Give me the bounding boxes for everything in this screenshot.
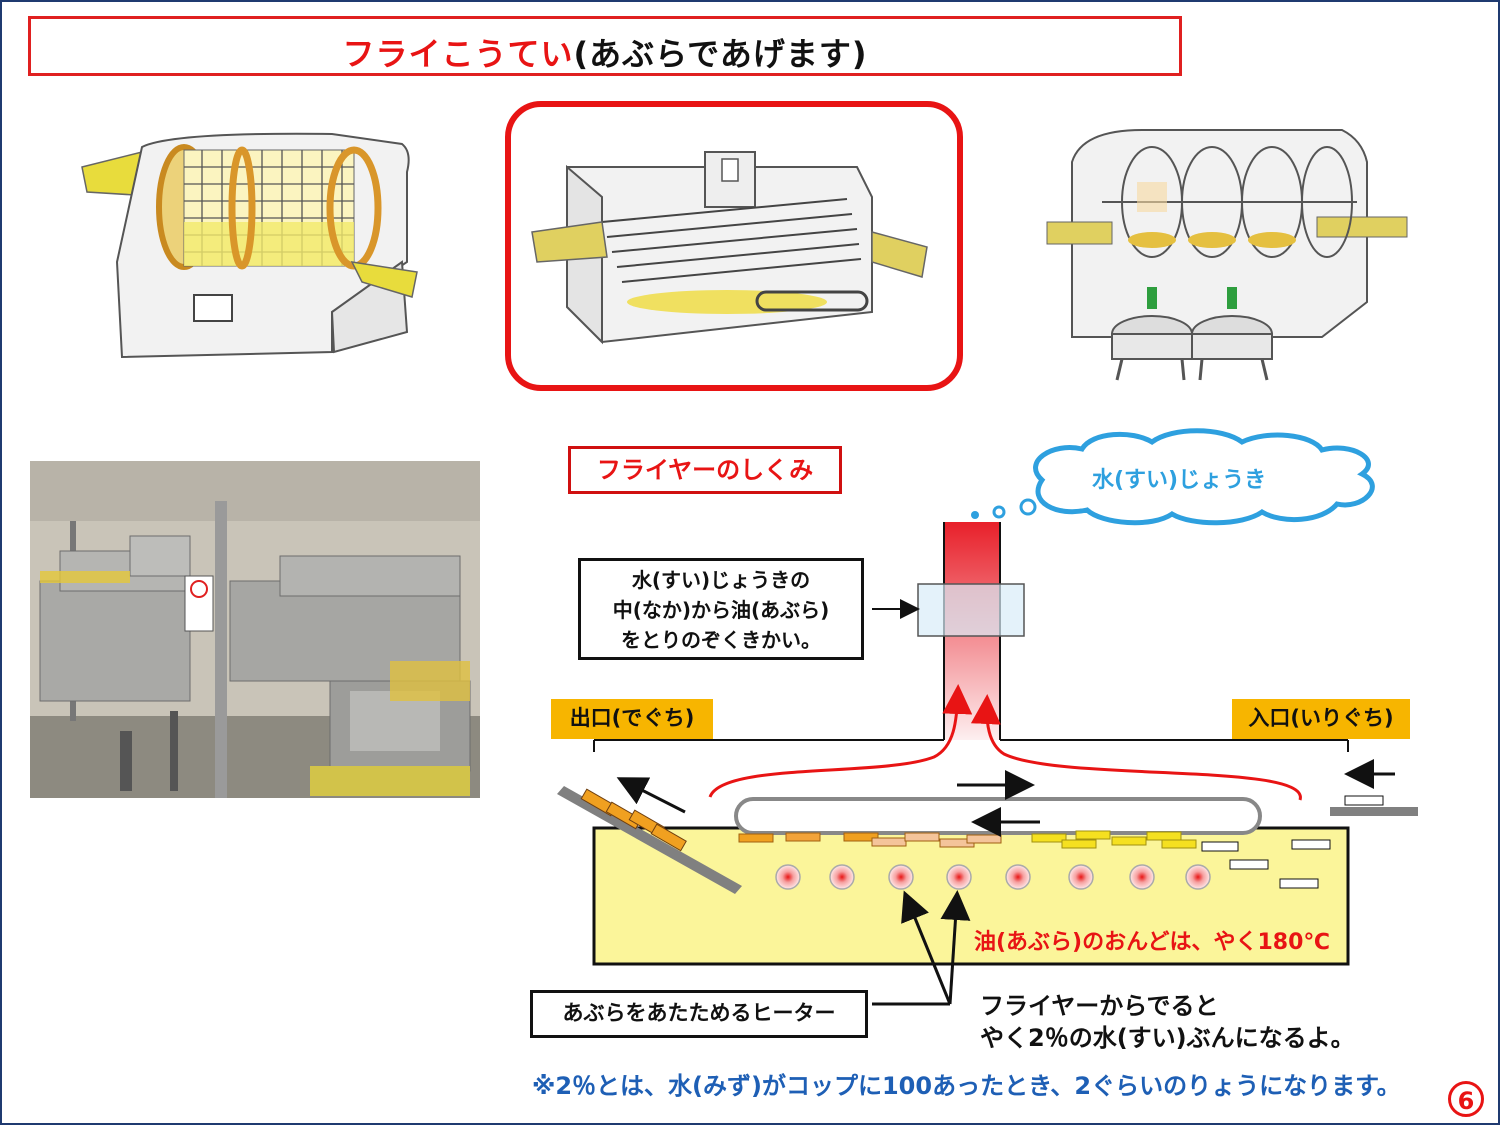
steam-label: 水(すい)じょうき bbox=[1092, 468, 1267, 493]
page-number: 6 bbox=[1448, 1081, 1484, 1117]
heater-dot bbox=[775, 864, 801, 890]
diagram-heading: フライヤーのしくみ bbox=[568, 446, 842, 494]
heater-dot bbox=[1129, 864, 1155, 890]
heater-pointer bbox=[901, 890, 952, 1005]
water-content-line: フライヤーからでると bbox=[980, 992, 1219, 1020]
title-banner: フライこうてい(あぶらであげます) bbox=[28, 16, 1182, 76]
entrance-label: 入口(いりぐち) bbox=[1232, 699, 1410, 739]
oil-separator-line: をとりのぞくきかい。 bbox=[621, 628, 821, 652]
heater-label: あぶらをあたためるヒーター bbox=[530, 990, 868, 1038]
entry-chute bbox=[1330, 807, 1418, 816]
heaters bbox=[775, 864, 1211, 890]
oil-separator-line: 中(なか)から油(あぶら) bbox=[612, 598, 830, 622]
page-title: フライこうてい(あぶらであげます) bbox=[31, 29, 1179, 75]
exit-chute bbox=[557, 786, 742, 894]
steam-bubble bbox=[971, 511, 979, 519]
title-sub: (あぶらであげます) bbox=[573, 35, 868, 73]
fryer-highlight-frame bbox=[505, 101, 963, 391]
factory-fryer-photo bbox=[30, 461, 480, 798]
oil-separator-line: 水(すい)じょうきの bbox=[631, 568, 811, 592]
steam-flow-right bbox=[970, 694, 1302, 801]
oil-temperature-label: 油(あぶら)のおんどは、やく180℃ bbox=[974, 930, 1331, 955]
fryer-machine-illustration bbox=[531, 151, 928, 345]
water-content-text: フライヤーからでると やく2％の水(すい)ぶんになるよ。 bbox=[980, 990, 1355, 1054]
oil-separator-filter bbox=[917, 583, 1025, 637]
water-content-line: やく2％の水(すい)ぶんになるよ。 bbox=[980, 1024, 1355, 1052]
steam-cloud bbox=[1033, 428, 1375, 526]
exit-label: 出口(でぐち) bbox=[551, 699, 713, 739]
fried-fries-exit bbox=[580, 788, 687, 852]
heater-dot bbox=[1068, 864, 1094, 890]
steam-flow-left bbox=[708, 684, 973, 798]
heater-pointer bbox=[940, 890, 971, 1005]
drum-machine-illustration bbox=[81, 132, 418, 359]
heater-dot bbox=[1005, 864, 1031, 890]
screw-conveyor-illustration bbox=[1046, 129, 1408, 381]
heater-dot bbox=[1185, 864, 1211, 890]
fries-in-oil bbox=[738, 830, 1197, 849]
oil-separator-label: 水(すい)じょうきの 中(なか)から油(あぶら) をとりのぞくきかい。 bbox=[578, 558, 864, 660]
exit-arrow bbox=[616, 777, 686, 814]
footnote: ※2％とは、水(みず)がコップに100あったとき、2ぐらいのりょうになります。 bbox=[532, 1072, 1401, 1100]
raw-fries bbox=[1201, 795, 1384, 889]
steam-bubble bbox=[992, 505, 1006, 519]
conveyor-belt bbox=[734, 797, 1262, 835]
title-main: フライこうてい bbox=[342, 35, 574, 73]
heater-dot bbox=[829, 864, 855, 890]
steam-bubble bbox=[1019, 498, 1037, 516]
heater-dot bbox=[946, 864, 972, 890]
heater-dot bbox=[888, 864, 914, 890]
